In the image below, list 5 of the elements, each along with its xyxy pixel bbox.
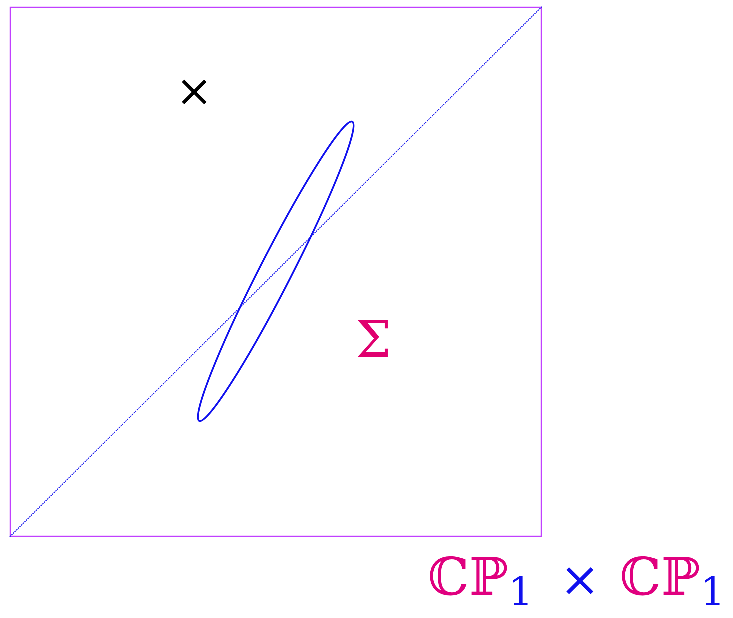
- sigma-label: Σ: [356, 315, 392, 365]
- cross-mark: ×: [176, 70, 213, 114]
- times-symbol: ×: [560, 556, 600, 604]
- cp1-label: ℂℙ$_{1}$: [620, 552, 726, 612]
- cp1-label: ℂℙ$_{1}$: [428, 552, 534, 612]
